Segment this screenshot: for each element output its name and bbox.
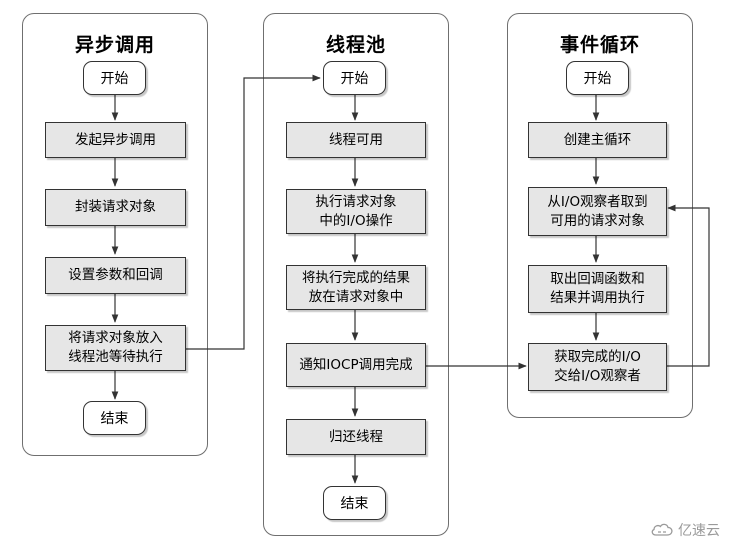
pool-step-2-label: 执行请求对象 中的I/O操作 xyxy=(315,193,397,229)
async-end: 结束 xyxy=(83,401,146,435)
loop-step-3-label: 取出回调函数和 结果并调用执行 xyxy=(550,271,645,306)
loop-step-4-label: 获取完成的I/O 交给I/O观察者 xyxy=(554,349,641,384)
pool-step-5-label: 归还线程 xyxy=(329,428,383,445)
loop-step-2: 从I/O观察者取到 可用的请求对象 xyxy=(528,187,667,236)
pool-end-label: 结束 xyxy=(340,496,369,512)
pool-step-4: 通知IOCP调用完成 xyxy=(286,343,426,387)
loop-step-3: 取出回调函数和 结果并调用执行 xyxy=(528,265,667,313)
lane-title-threadpool: 线程池 xyxy=(325,34,386,56)
loop-step-1-label: 创建主循环 xyxy=(563,131,632,148)
arrow-async-to-pool xyxy=(185,74,321,350)
arrow-loop-back xyxy=(666,204,710,367)
async-start-label: 开始 xyxy=(100,71,129,87)
cloud-icon xyxy=(651,523,673,536)
pool-step-4-label: 通知IOCP调用完成 xyxy=(299,356,413,373)
async-step-3-label: 设置参数和回调 xyxy=(68,267,163,283)
async-step-2: 封装请求对象 xyxy=(45,189,186,226)
async-end-label: 结束 xyxy=(100,411,129,427)
loop-step-2-label: 从I/O观察者取到 可用的请求对象 xyxy=(547,193,648,229)
async-step-1: 发起异步调用 xyxy=(45,122,186,158)
loop-start-label: 开始 xyxy=(583,71,612,87)
pool-step-1: 线程可用 xyxy=(286,122,426,158)
async-step-3: 设置参数和回调 xyxy=(45,257,186,294)
pool-step-1-label: 线程可用 xyxy=(329,131,383,148)
async-step-1-label: 发起异步调用 xyxy=(75,131,156,148)
pool-step-3-label: 将执行完成的结果 放在请求对象中 xyxy=(302,269,410,305)
pool-step-3: 将执行完成的结果 放在请求对象中 xyxy=(286,265,426,310)
watermark-logo: 亿速云 xyxy=(650,520,720,540)
pool-end: 结束 xyxy=(323,486,386,520)
lane-title-eventloop: 事件循环 xyxy=(559,34,640,56)
pool-start: 开始 xyxy=(323,61,386,95)
watermark-text: 亿速云 xyxy=(678,523,720,539)
async-step-2-label: 封装请求对象 xyxy=(75,199,156,215)
loop-step-1: 创建主循环 xyxy=(528,122,667,158)
async-step-4-label: 将请求对象放入 线程池等待执行 xyxy=(68,330,163,365)
loop-start: 开始 xyxy=(566,61,629,95)
pool-step-2: 执行请求对象 中的I/O操作 xyxy=(286,189,426,234)
lane-title-async: 异步调用 xyxy=(74,34,155,56)
async-step-4: 将请求对象放入 线程池等待执行 xyxy=(45,325,186,371)
pool-step-5: 归还线程 xyxy=(286,419,426,455)
pool-start-label: 开始 xyxy=(340,71,369,87)
loop-step-4: 获取完成的I/O 交给I/O观察者 xyxy=(528,343,667,391)
async-start: 开始 xyxy=(83,61,146,95)
